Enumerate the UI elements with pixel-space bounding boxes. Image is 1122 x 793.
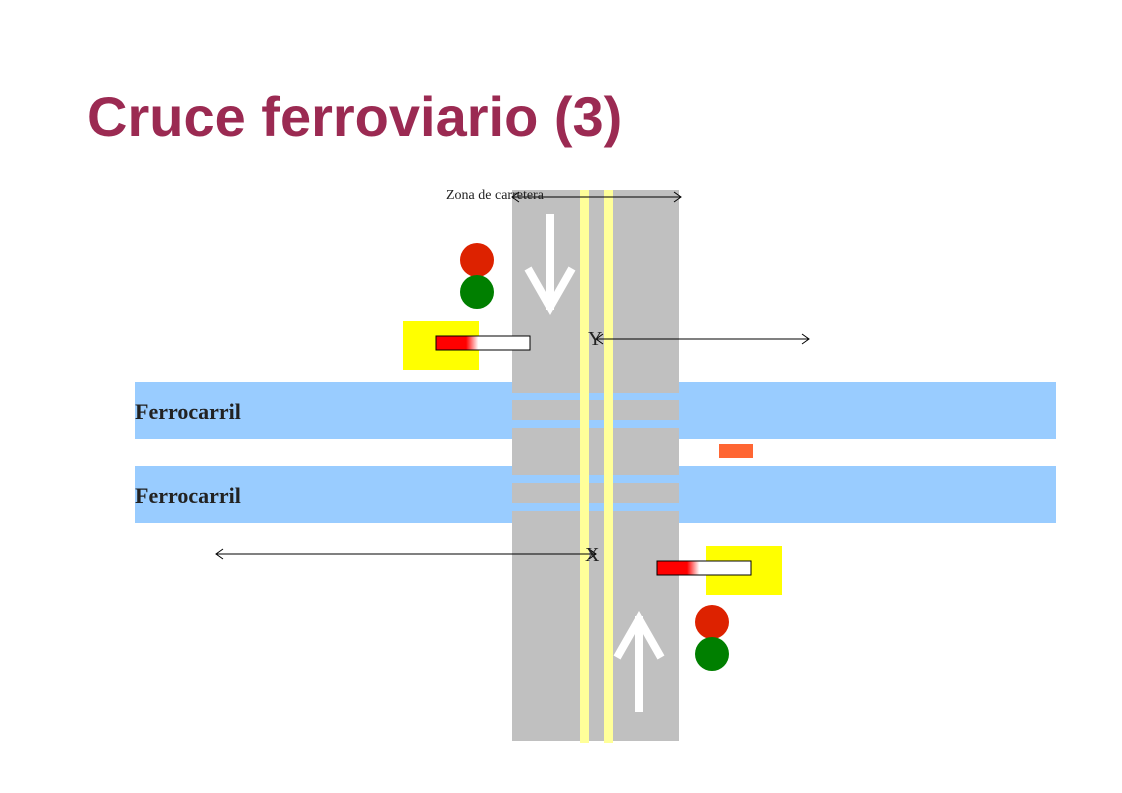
sensor-x-dimension-arrow (215, 548, 597, 560)
traffic-light-green-north (460, 275, 494, 309)
sensor-y-label: Y (588, 328, 603, 350)
train (719, 444, 753, 458)
road-crossing-plank (512, 483, 679, 503)
lane-line-left (580, 190, 589, 743)
road-crossing-plank (512, 400, 679, 420)
road-zone-label: Zona de carretera (446, 188, 544, 203)
traffic-light-green-south (695, 637, 729, 671)
traffic-light-red-south (695, 605, 729, 639)
road-segment-middle (512, 428, 679, 475)
barrier-arm-south (656, 560, 752, 576)
road (512, 190, 679, 741)
railway-bottom-label: Ferrocarril (135, 483, 241, 508)
road-zone-dimension-arrow (511, 191, 682, 203)
lane-line-right (604, 190, 613, 743)
traffic-arrow-up-icon (613, 610, 665, 712)
sensor-x-label: X (585, 544, 600, 566)
page-title: Cruce ferroviario (3) (87, 85, 623, 148)
sensor-y-dimension-arrow (595, 333, 810, 345)
barrier-arm-north (435, 335, 531, 351)
traffic-light-red-north (460, 243, 494, 277)
traffic-arrow-down-icon (524, 214, 576, 316)
railway-top-label: Ferrocarril (135, 399, 241, 424)
road-segment-south (512, 511, 679, 741)
